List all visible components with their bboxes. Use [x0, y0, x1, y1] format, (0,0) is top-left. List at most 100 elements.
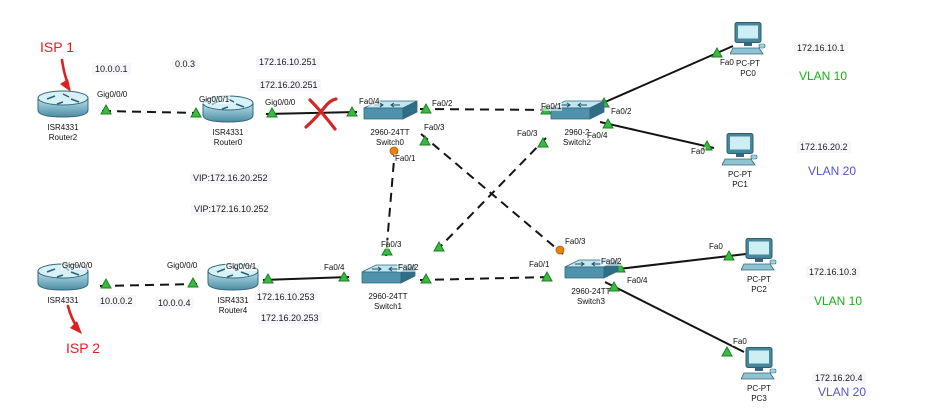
isp-annotation[interactable]: ISP 2 [66, 340, 100, 356]
link-switch3-pc2[interactable] [609, 253, 747, 271]
device-model-label: ISR4331 [212, 128, 244, 137]
link-status-up-icon [419, 134, 431, 146]
link-isp2-router4[interactable] [99, 283, 198, 287]
link-status-up-icon [608, 280, 620, 292]
ip-note[interactable]: 10.0.0.4 [155, 297, 194, 309]
port-label: Fa0/4 [358, 97, 381, 106]
router-icon [207, 263, 259, 296]
device-name-label: PC1 [732, 180, 748, 189]
link-switch0-switch1[interactable] [385, 147, 396, 257]
port-label: Fa0/3 [516, 129, 539, 138]
port-label: Fa0/2 [610, 107, 633, 116]
link-status-up-icon [100, 277, 112, 289]
port-label: Fa0/3 [380, 240, 403, 249]
link-switch1-switch2[interactable] [435, 137, 547, 252]
link-switch3-pc3[interactable] [604, 281, 745, 353]
port-label: Fa0/1 [528, 260, 551, 269]
link-status-up-icon [723, 249, 735, 261]
link-status-up-icon [433, 240, 445, 252]
port-label: Gig0/0/0 [166, 261, 199, 270]
port-label: Fa0/4 [323, 263, 346, 272]
device-model-label: 2960-24TT [370, 128, 410, 137]
link-status-up-icon [262, 272, 274, 284]
link-status-up-icon [420, 272, 432, 284]
port-label: Fa0/2 [397, 263, 420, 272]
device-model-label: PC-PT [728, 170, 752, 179]
port-label: Fa0/4 [586, 131, 609, 140]
vlan-note[interactable]: VLAN 20 [818, 385, 867, 399]
port-label: Gig0/0/0 [61, 261, 94, 270]
device-name-label: Switch0 [375, 138, 404, 147]
port-label: Fa0/3 [564, 237, 587, 246]
vlan-note[interactable]: VLAN 10 [814, 294, 863, 308]
port-label: Gig0/0/1 [198, 95, 231, 104]
router-icon [37, 90, 89, 123]
ip-note[interactable]: 172.16.20.253 [258, 312, 322, 324]
pc-icon [721, 133, 758, 170]
port-label: Fa0 [690, 147, 706, 156]
device-name-label: PC2 [751, 285, 767, 294]
port-label: Fa0/4 [626, 276, 649, 285]
port-label: Gig0/0/1 [225, 262, 258, 271]
port-label: Gig0/0/0 [96, 90, 129, 99]
ip-note[interactable]: 172.16.10.3 [806, 266, 860, 278]
ip-note[interactable]: 172.16.20.251 [257, 79, 321, 91]
link-status-up-icon [100, 103, 112, 115]
ip-note[interactable]: 0.0.3 [172, 58, 199, 70]
link-switch2-pc0[interactable] [595, 45, 734, 107]
link-status-up-icon [381, 244, 393, 256]
ip-note[interactable]: 172.16.20.4 [812, 372, 866, 384]
vlan-note[interactable]: VLAN 20 [808, 164, 857, 178]
pc-icon [740, 347, 777, 384]
device-name-label: PC0 [740, 69, 756, 78]
ip-note[interactable]: VIP:172.16.10.252 [191, 203, 272, 215]
link-router0-switch0[interactable] [265, 111, 358, 115]
vlan-note[interactable]: VLAN 10 [799, 69, 848, 83]
port-label: Fa0/2 [431, 99, 454, 108]
link-switch0-switch2[interactable] [419, 108, 552, 111]
pc-icon [729, 22, 766, 59]
device-name-label: Router4 [218, 306, 248, 315]
ip-note[interactable]: 10.0.0.2 [97, 295, 136, 307]
device-model-label: PC-PT [736, 59, 760, 68]
device-name-label: Switch3 [576, 297, 605, 306]
pc-icon [740, 238, 777, 275]
ip-note[interactable]: 172.16.10.251 [256, 56, 320, 68]
ip-note[interactable]: 10.0.0.1 [92, 63, 131, 75]
port-label: Fa0 [708, 242, 724, 251]
ip-note[interactable]: 172.16.10.253 [254, 291, 318, 303]
device-model-label: 2960-24TT [368, 292, 408, 301]
port-label: Gig0/0/0 [264, 98, 297, 107]
link-status-up-icon [537, 136, 549, 148]
link-router2-router0[interactable] [101, 110, 200, 114]
port-label: Fa0/1 [394, 154, 417, 163]
ip-note[interactable]: 172.16.20.2 [797, 141, 851, 153]
device-model-label: 2960-2 [564, 128, 590, 137]
ip-note[interactable]: VIP:172.16.20.252 [190, 172, 271, 184]
port-label: Fa0 [732, 337, 748, 346]
link-status-up-icon [711, 46, 723, 58]
device-model-label: ISR4331 [47, 123, 79, 132]
ip-note[interactable]: 172.16.10.1 [794, 42, 848, 54]
link-status-up-icon [338, 270, 350, 282]
link-switch2-pc1[interactable] [599, 121, 715, 149]
link-switch1-switch3[interactable] [419, 276, 553, 281]
isp-annotation[interactable]: ISP 1 [40, 39, 74, 55]
device-model-label: PC-PT [747, 384, 771, 393]
link-status-amber-icon [555, 245, 565, 255]
link-status-up-icon [187, 276, 199, 288]
link-status-up-icon [190, 106, 202, 118]
link-router4-switch1[interactable] [262, 276, 350, 281]
link-status-up-icon [541, 270, 553, 282]
link-status-up-icon [721, 345, 733, 357]
